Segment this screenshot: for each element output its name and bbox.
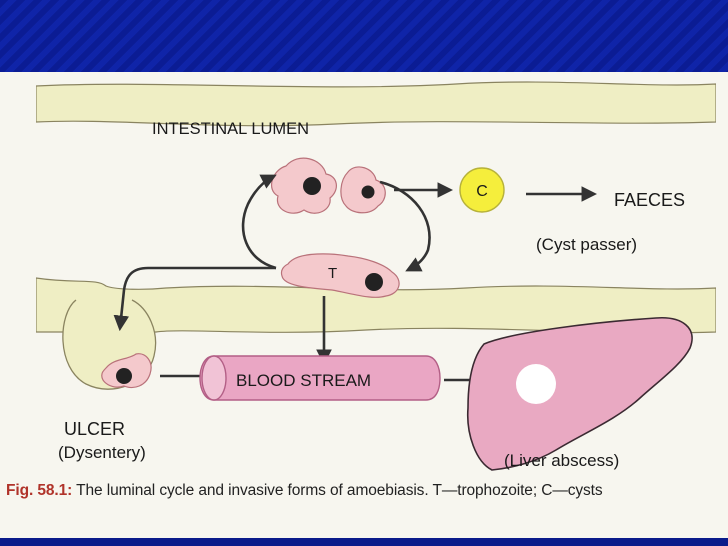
intestinal-wall-upper	[36, 81, 716, 127]
slide-footer-band	[0, 538, 728, 546]
slide-header-band	[0, 0, 728, 72]
cyst	[459, 167, 505, 213]
liver-abscess	[516, 364, 556, 404]
amoebiasis-diagram: INTESTINAL LUMEN T C FAECES (Cyst passer…	[36, 81, 716, 471]
cyst-passer-label: (Cyst passer)	[536, 235, 637, 254]
ulcer-label: ULCER	[64, 419, 125, 439]
trophozoite-label: T	[328, 265, 337, 282]
figure-number: Fig. 58.1:	[6, 482, 73, 499]
blood-vessel-end	[201, 355, 227, 401]
trophozoite-nucleus-small	[361, 185, 375, 199]
faeces-label: FAECES	[614, 190, 685, 210]
cyst-label: C	[476, 183, 488, 200]
intestinal-wall-lower	[36, 277, 716, 334]
blood-vessel	[199, 355, 441, 401]
ulcer-trophozoite-nucleus	[116, 368, 132, 384]
liver	[466, 317, 693, 471]
figure-caption-text: The luminal cycle and invasive forms of …	[76, 482, 603, 499]
to-ulcer-arrow	[113, 266, 276, 332]
trophozoite-nucleus	[303, 177, 321, 195]
dysentery-label: (Dysentery)	[58, 443, 146, 462]
figure-caption: Fig. 58.1: The luminal cycle and invasiv…	[6, 482, 722, 508]
liver-abscess-label: (Liver abscess)	[504, 451, 619, 470]
lumen-label: INTESTINAL LUMEN	[152, 120, 309, 138]
encystation-arrow	[379, 180, 431, 272]
trophozoite-t-nucleus	[365, 273, 383, 291]
excystation-arrow	[241, 174, 277, 270]
blood-stream-label: BLOOD STREAM	[236, 371, 371, 390]
